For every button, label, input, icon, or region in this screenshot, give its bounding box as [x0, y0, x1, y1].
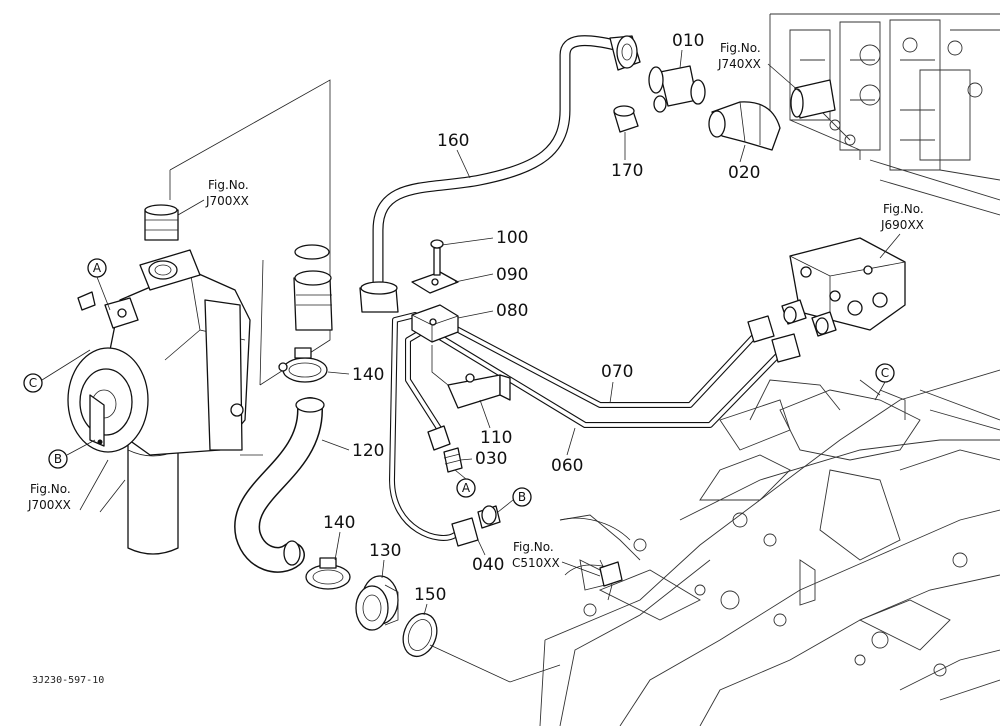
- fig-ref-j700-bottom: Fig.No. J700XX: [27, 482, 71, 512]
- label-080-text: 080: [496, 301, 528, 321]
- leader-150-to-case: [429, 644, 561, 683]
- label-030: 030: [459, 449, 507, 469]
- label-010: 010: [672, 31, 704, 69]
- pipe-clamp-080: [411, 304, 459, 343]
- marker-c-pump: C: [23, 349, 91, 393]
- label-140-lower: 140: [323, 513, 355, 561]
- suction-hose-120: [234, 397, 325, 573]
- marker-b-hose-text: B: [518, 490, 526, 504]
- label-130-text: 130: [369, 541, 401, 561]
- label-090-text: 090: [496, 265, 528, 285]
- fig-ref-c510-line2: C510XX: [512, 556, 560, 570]
- tee-fitting-010: [648, 65, 706, 113]
- label-140-lower-text: 140: [323, 513, 355, 533]
- hose-clamp-140-lower: [305, 557, 351, 590]
- label-020-text: 020: [728, 163, 760, 183]
- label-040-text: 040: [472, 555, 504, 575]
- nipple-030: [427, 425, 463, 473]
- label-060: 060: [551, 427, 583, 476]
- control-valve-assembly: [769, 13, 1000, 216]
- marker-a-hose-text: A: [462, 481, 471, 495]
- fig-ref-j700-bottom-line2: J700XX: [27, 498, 71, 512]
- suction-pipe-160: [359, 35, 641, 313]
- label-120: 120: [321, 439, 384, 461]
- label-150: 150: [414, 585, 446, 616]
- label-100: 100: [441, 228, 528, 248]
- fig-ref-j690-line1: Fig.No.: [883, 202, 924, 216]
- elbow-fitting-020: [708, 101, 781, 151]
- adapter-130: [355, 575, 399, 631]
- clamp-plate-090: [411, 271, 459, 294]
- label-100-text: 100: [496, 228, 528, 248]
- label-140-upper-text: 140: [352, 365, 384, 385]
- label-110: 110: [479, 399, 512, 448]
- marker-b-pump: B: [48, 439, 96, 469]
- drain-pipe-left: [389, 312, 458, 541]
- label-080: 080: [457, 301, 528, 321]
- marker-a-hose: A: [454, 469, 476, 498]
- fig-ref-j700-bottom-line1: Fig.No.: [30, 482, 71, 496]
- fig-ref-c510: Fig.No. C510XX: [512, 540, 601, 577]
- fig-ref-j690: Fig.No. J690XX: [879, 202, 924, 259]
- bracket-110: [431, 345, 511, 409]
- marker-b-pump-text: B: [54, 452, 62, 466]
- pipe-070: [427, 312, 775, 408]
- fig-ref-j740-line2: J740XX: [717, 57, 761, 71]
- distributor-block: [789, 237, 906, 331]
- pipe-060: [417, 322, 801, 428]
- hydraulic-pump: [67, 204, 251, 555]
- label-020: 020: [728, 144, 760, 183]
- label-070-text: 070: [601, 362, 633, 382]
- label-010-text: 010: [672, 31, 704, 51]
- fig-ref-c510-line1: Fig.No.: [513, 540, 554, 554]
- label-030-text: 030: [475, 449, 507, 469]
- label-040: 040: [472, 539, 504, 575]
- pump-leader-j700: [79, 459, 126, 513]
- drawing-code: 3J230-597-10: [32, 675, 104, 686]
- bolt-100: [430, 239, 444, 276]
- fitting-upper-pump: [293, 244, 333, 331]
- label-130: 130: [369, 541, 401, 579]
- fig-ref-j700-top-line2: J700XX: [205, 194, 249, 208]
- label-170-text: 170: [611, 161, 643, 181]
- marker-c-trans: C: [874, 363, 895, 401]
- adapter-fittings-block: [781, 299, 837, 337]
- hose-clamp-140-upper: [278, 347, 328, 383]
- label-160-text: 160: [437, 131, 469, 151]
- pump-leader-frame: [169, 79, 331, 456]
- fig-ref-j740: Fig.No. J740XX: [717, 41, 801, 93]
- label-140-upper: 140: [327, 365, 384, 385]
- fig-ref-j690-line2: J690XX: [880, 218, 924, 232]
- label-070: 070: [601, 362, 633, 404]
- cap-nut-170: [613, 105, 639, 133]
- fig-ref-j740-line1: Fig.No.: [720, 41, 761, 55]
- label-120-text: 120: [352, 441, 384, 461]
- label-150-text: 150: [414, 585, 446, 605]
- marker-c-pump-text: C: [29, 376, 37, 390]
- label-060-text: 060: [551, 456, 583, 476]
- o-ring-150: [402, 612, 438, 658]
- adapter-040: [451, 505, 501, 547]
- marker-c-trans-text: C: [881, 366, 889, 380]
- valve-port-fitting: [790, 79, 836, 119]
- label-170: 170: [611, 132, 643, 181]
- marker-a-pump: A: [87, 258, 111, 311]
- marker-a-pump-text: A: [93, 261, 102, 275]
- label-160: 160: [437, 131, 471, 179]
- transmission-case: [539, 369, 1000, 726]
- label-090: 090: [454, 265, 528, 285]
- fig-ref-j700-top: Fig.No. J700XX: [177, 178, 249, 216]
- label-110-text: 110: [480, 428, 512, 448]
- sensor-connector: [599, 561, 623, 587]
- fig-ref-j700-top-line1: Fig.No.: [208, 178, 249, 192]
- marker-b-hose: B: [497, 487, 532, 513]
